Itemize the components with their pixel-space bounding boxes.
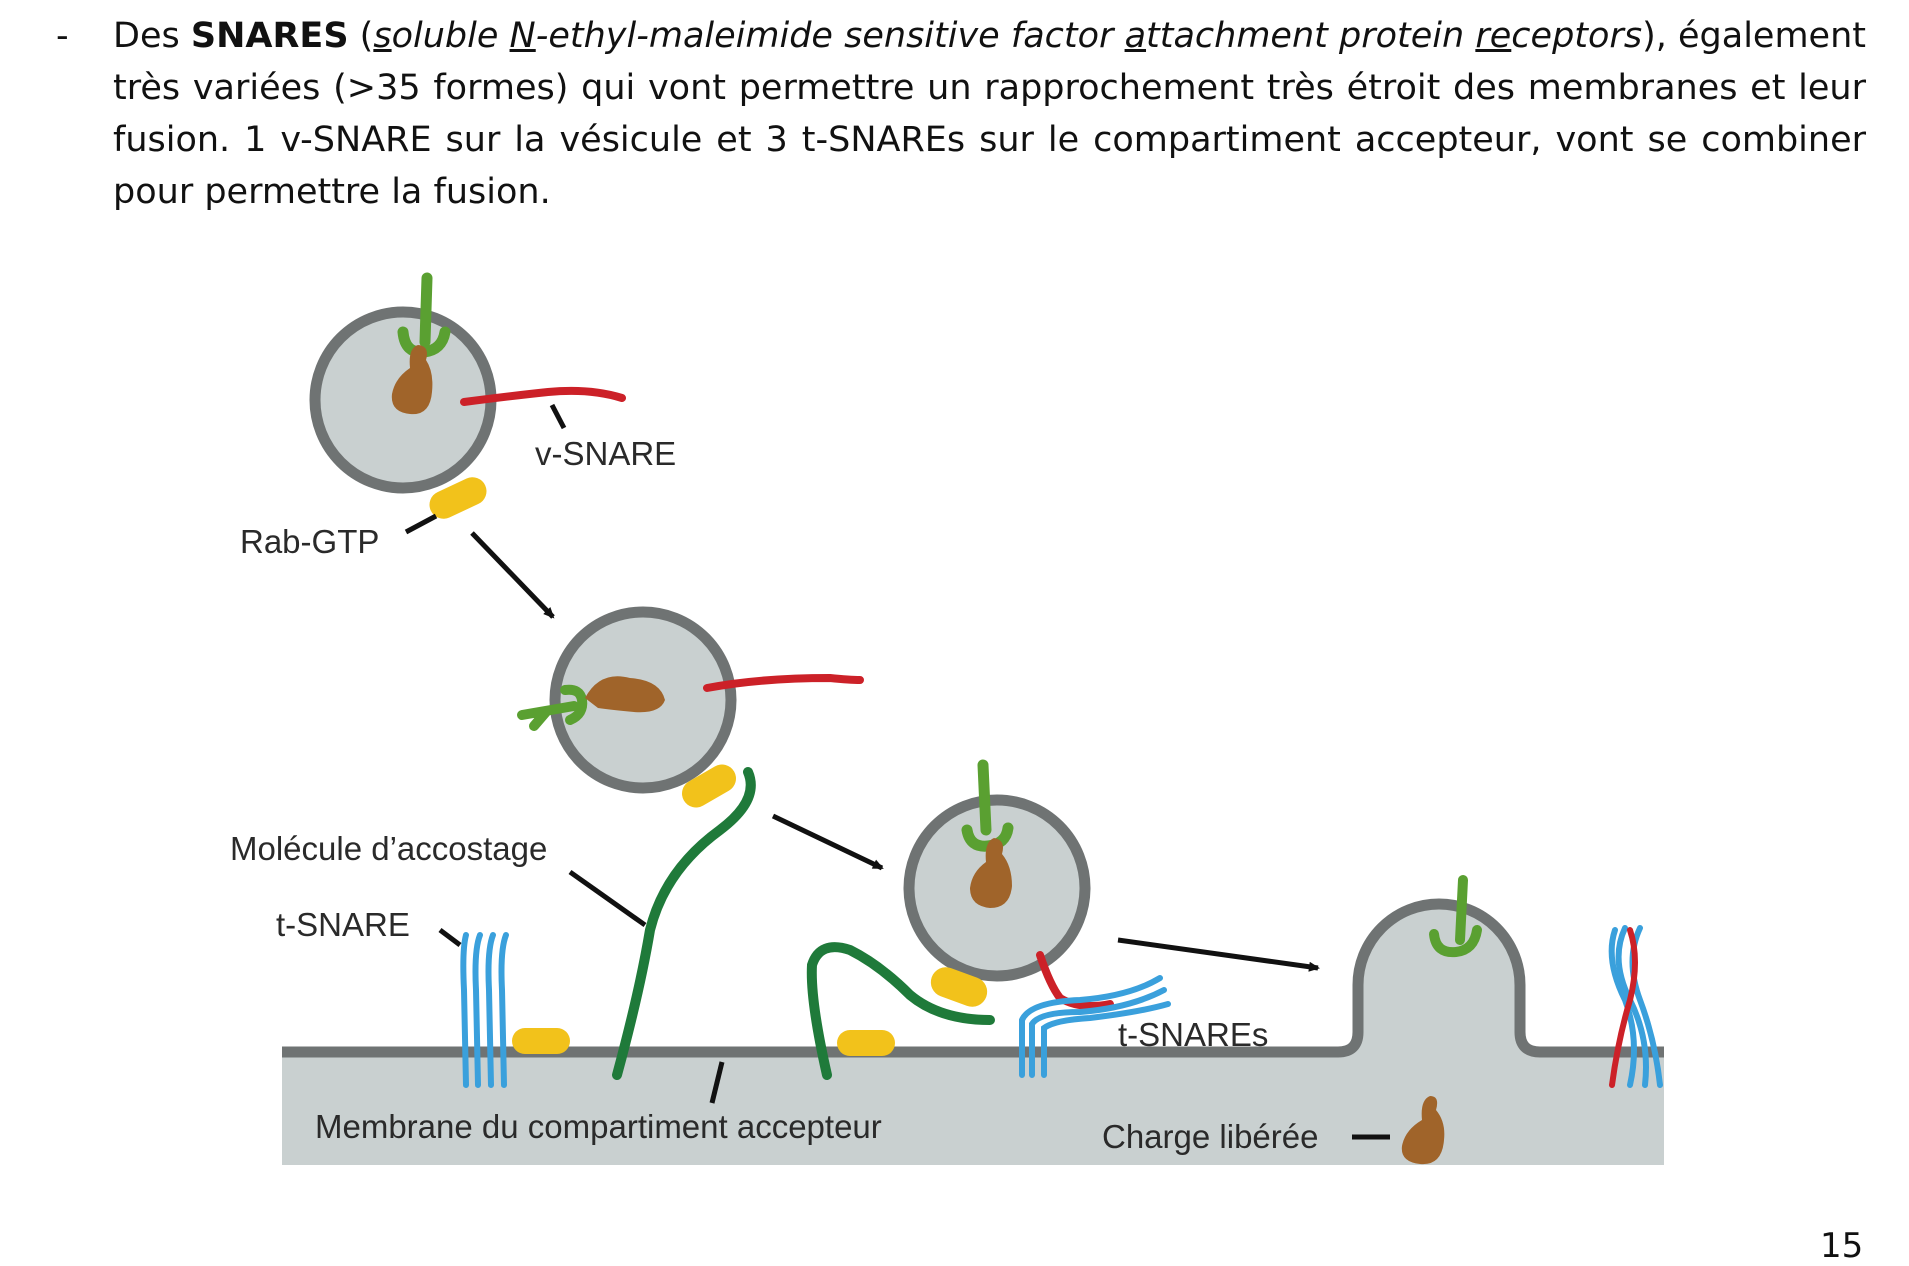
rab-gtp-icon [512, 1028, 570, 1054]
label-rab-gtp: Rab-GTP [240, 523, 379, 560]
acceptor-membrane [282, 904, 1664, 1165]
label-v-snare: v-SNARE [535, 435, 676, 472]
acronym-word: -ethyl-maleimide sensitive factor [535, 16, 1125, 56]
released-cargo-icon [1401, 1096, 1445, 1165]
receptor-cup [560, 684, 588, 725]
label-leaders [404, 403, 1390, 1140]
t-snare-icon [460, 932, 509, 1088]
paren-open: ( [348, 16, 374, 56]
description-text: ), également très variées (>35 formes) q… [113, 16, 1866, 212]
vesicle-1 [309, 272, 626, 519]
cargo-icon [585, 676, 665, 713]
rab-gtp-icon [837, 1030, 895, 1056]
label-docking-molecule: Molécule d’accostage [230, 830, 547, 867]
rab-gtp-icon [682, 764, 736, 808]
docking-molecule [806, 942, 995, 1080]
receptor-stem [517, 701, 579, 731]
acronym-word: ttachment protein [1146, 16, 1476, 56]
term-snares: SNARES [190, 16, 349, 56]
acronym-letter: a [1124, 16, 1147, 56]
bullet-paragraph: - Des SNARES (soluble N-ethyl-maleimide … [56, 10, 1866, 218]
leader-v-snare [549, 403, 567, 430]
page-number: 15 [1820, 1226, 1864, 1266]
rab-gtp-icon [429, 477, 487, 519]
v-snare-icon [1036, 951, 1114, 1010]
snare-fusion-diagram: v-SNARE Rab-GTP Molécule d’accostage t-S… [230, 272, 1664, 1165]
vesicle-2 [517, 606, 864, 1080]
bullet-dash: - [56, 16, 69, 56]
membrane-outline [282, 898, 1664, 1058]
cargo-icon [970, 838, 1012, 908]
rab-gtp-icon [930, 967, 988, 1007]
acronym-letter: N [509, 16, 536, 56]
v-snare-icon [460, 386, 626, 406]
t-snare-complex-icon [1019, 975, 1171, 1078]
receptor-stem [977, 759, 992, 836]
acronym-letter: re [1475, 16, 1512, 56]
acronym-expansion: soluble N-ethyl-maleimide sensitive fact… [373, 16, 1642, 56]
lead-text: Des [113, 16, 191, 56]
fused-snare-complex-icon [1608, 925, 1663, 1088]
progression-arrows [470, 531, 1320, 972]
leader-membrane [709, 1061, 725, 1104]
leader-rab-gtp [404, 513, 438, 535]
arrow-step-3 [1117, 937, 1320, 972]
vesicle-3 [806, 759, 1171, 1080]
acronym-letter: s [373, 16, 392, 56]
label-t-snare: t-SNARE [276, 906, 410, 943]
label-released-cargo: Charge libérée [1102, 1118, 1318, 1155]
acronym-word: oluble [391, 16, 510, 56]
receptor-stem [419, 272, 433, 348]
arrow-step-1 [470, 531, 555, 619]
v-snare-icon [703, 673, 864, 692]
acronym-word: ceptors [1511, 16, 1643, 56]
docking-molecule [612, 767, 756, 1080]
snare-description: Des SNARES (soluble N-ethyl-maleimide se… [113, 10, 1866, 218]
leader-t-snare [438, 928, 462, 947]
receptor-on-membrane [1429, 875, 1482, 958]
leader-docking [568, 869, 647, 928]
arrow-step-2 [771, 813, 884, 871]
label-membrane: Membrane du compartiment accepteur [315, 1108, 882, 1145]
cargo-icon [391, 345, 433, 415]
label-t-snares: t-SNAREs [1118, 1016, 1268, 1053]
